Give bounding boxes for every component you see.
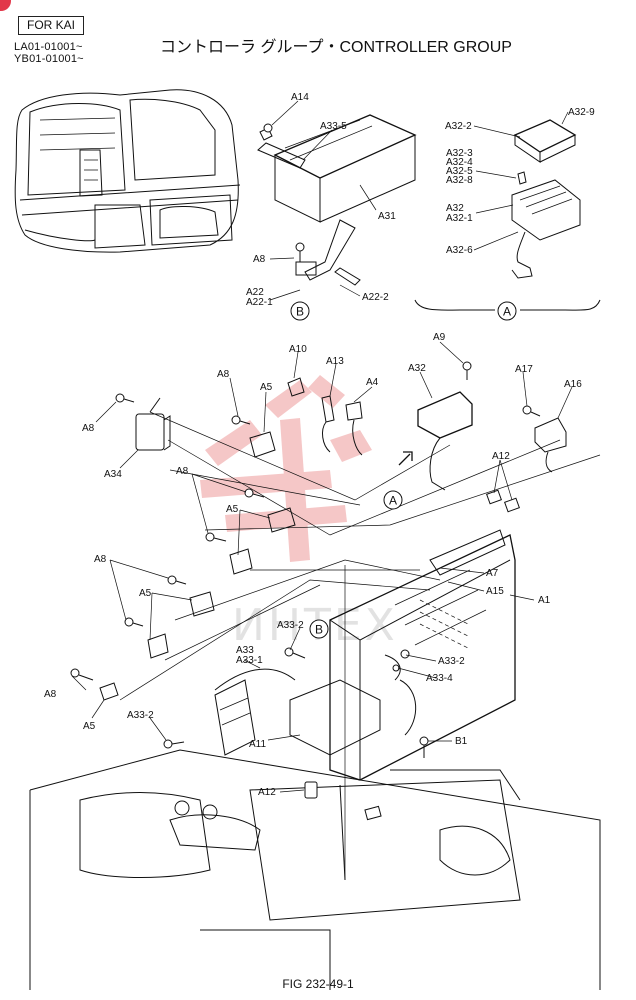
label-a32-3: A32-3 [446, 148, 473, 159]
label-a12-upper: A12 [492, 451, 510, 462]
label-a8-upper: A8 [217, 369, 230, 380]
label-a12-lower: A12 [258, 787, 276, 798]
label-a14: A14 [291, 92, 309, 103]
label-a22-2: A22-2 [362, 292, 389, 303]
part-labels: A14 A33-5 A31 A8 A22 A22-1 A22-2 A32-2 A… [44, 92, 595, 798]
ref-circle-a-bottom-detail: A [503, 305, 511, 319]
label-a17: A17 [515, 364, 533, 375]
label-a8-bottom: A8 [44, 689, 57, 700]
bolts [70, 123, 541, 758]
label-a22-1: A22-1 [246, 297, 273, 308]
model-badge: FOR KAI [18, 16, 84, 35]
label-a16: A16 [564, 379, 582, 390]
label-a5-lower: A5 [139, 588, 152, 599]
machine-floor [29, 749, 601, 990]
page-title: コントローラ グループ・CONTROLLER GROUP [160, 39, 512, 56]
label-a8-left: A8 [82, 423, 95, 434]
label-a7: A7 [486, 568, 499, 579]
label-a8-top: A8 [253, 254, 266, 265]
ref-circle-b-main: B [315, 623, 323, 637]
reference-circles: B A A B [290, 301, 517, 639]
label-a5-bottom: A5 [83, 721, 96, 732]
figure-number: FIG 232-49-1 [282, 977, 354, 991]
label-a34: A34 [104, 469, 122, 480]
label-a8-mid: A8 [176, 466, 189, 477]
ref-circle-a-main: A [389, 494, 397, 508]
label-a31: A31 [378, 211, 396, 222]
label-a11: A11 [249, 739, 266, 750]
label-a32-4: A32-4 [446, 157, 473, 168]
label-a9: A9 [433, 332, 446, 343]
label-a33-4: A33-4 [426, 673, 453, 684]
label-a22: A22 [246, 287, 264, 298]
leader-lines [71, 100, 573, 793]
guide-lines [119, 397, 601, 880]
connector-detail [414, 119, 601, 311]
label-a33-2-right: A33-2 [438, 656, 465, 667]
label-a13: A13 [326, 356, 344, 367]
label-b1: B1 [455, 736, 468, 747]
label-a8-lower: A8 [94, 554, 107, 565]
label-a5-upper: A5 [260, 382, 273, 393]
components [99, 377, 567, 821]
label-a32-5: A32-5 [446, 166, 473, 177]
label-a32-main: A32 [408, 363, 426, 374]
label-a32-9: A32-9 [568, 107, 595, 118]
label-a4: A4 [366, 377, 379, 388]
serial-range-2: YB01-01001~ [14, 53, 84, 65]
label-a33-2-left: A33-2 [127, 710, 154, 721]
label-a32-8: A32-8 [446, 175, 473, 186]
label-a33-2-center: A33-2 [277, 620, 304, 631]
label-a32-1: A32-1 [446, 213, 473, 224]
label-a15: A15 [486, 586, 504, 597]
label-a1: A1 [538, 595, 551, 606]
serial-range-1: LA01-01001~ [14, 41, 83, 53]
label-a32-2: A32-2 [445, 121, 472, 132]
corner-badge-mark [0, 0, 11, 11]
ref-circle-b-top: B [296, 305, 304, 319]
excavator-illustration [14, 89, 241, 253]
label-a33-1: A33-1 [236, 655, 263, 666]
controller-frame [214, 529, 516, 781]
label-a32-detail: A32 [446, 203, 464, 214]
label-a5-mid: A5 [226, 504, 239, 515]
label-a32-6: A32-6 [446, 245, 473, 256]
label-a33-5: A33-5 [320, 121, 347, 132]
cover-plate-detail [257, 114, 417, 286]
label-a10: A10 [289, 344, 307, 355]
label-a33: A33 [236, 645, 254, 656]
